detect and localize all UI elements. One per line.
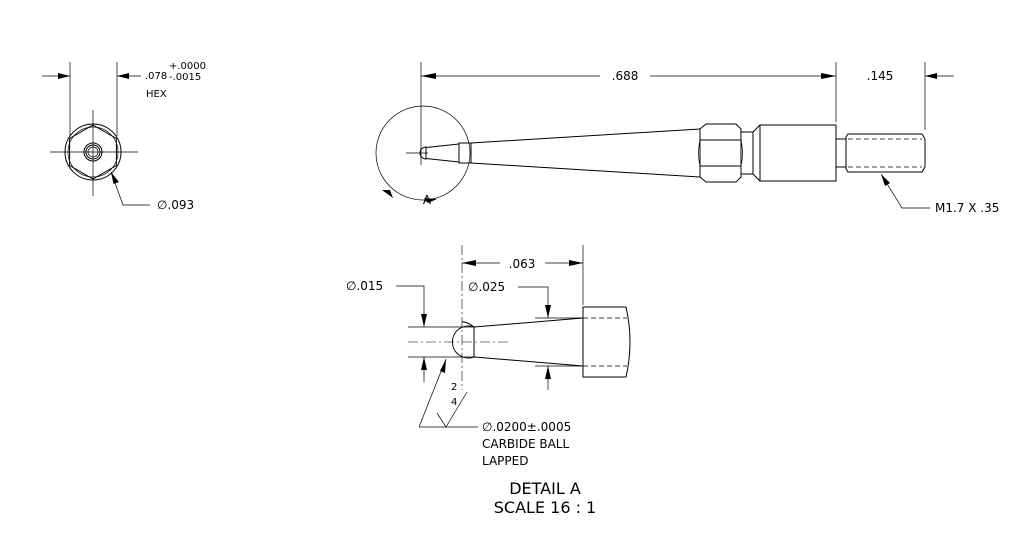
ball-finish: LAPPED [482, 454, 528, 468]
ball-spec: ∅.0200±.0005 [482, 420, 571, 434]
hex-dim-nominal: .078 [145, 71, 167, 82]
hex-tol-minus: -.0015 [169, 72, 201, 83]
surface-finish-bottom: 4 [451, 397, 457, 408]
taper-diameter-label: ∅.025 [468, 280, 505, 294]
end-view [42, 62, 150, 206]
thread-callout: M1.7 X .35 [935, 201, 999, 215]
detail-title: DETAIL A [509, 479, 581, 498]
side-view [375, 62, 954, 209]
detail-a-view [396, 245, 631, 428]
detail-a-marker: A [423, 193, 432, 207]
surface-finish-top: 2 [451, 382, 457, 393]
hex-label: HEX [146, 89, 167, 100]
tip-diameter-label: ∅.015 [346, 279, 383, 293]
end-view-diameter-label: ∅.093 [157, 198, 194, 212]
ball-material: CARBIDE BALL [482, 437, 569, 451]
length-dim-688: .688 [612, 69, 639, 83]
detail-scale: SCALE 16 : 1 [494, 498, 596, 517]
detail-length-dim-063: .063 [509, 257, 536, 271]
hex-tol-plus: +.0000 [169, 61, 206, 72]
thread-length-dim-145: .145 [867, 69, 894, 83]
